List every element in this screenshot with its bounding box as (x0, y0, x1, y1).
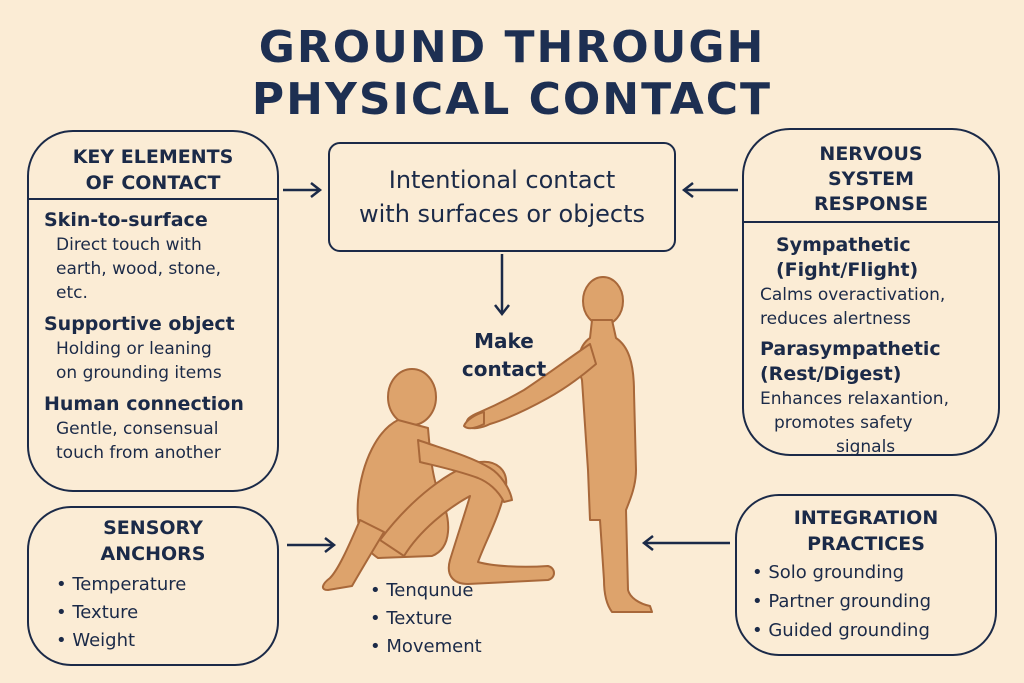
seated-figure-icon (322, 368, 555, 591)
key-elements-heading: KEY ELEMENTS OF CONTACT (72, 146, 234, 194)
arrow-center-down (494, 254, 510, 317)
key-elements-divider (27, 198, 279, 200)
nervous-item-sympathetic: Sympathetic (Fight/Flight) Calms overact… (760, 234, 946, 329)
make-contact-label: Make contact (461, 329, 547, 381)
list-item: Weight (56, 627, 266, 655)
sensory-anchors-box (27, 506, 279, 666)
nervous-system-list: Sympathetic (Fight/Flight) Calms overact… (760, 233, 1000, 459)
page-title: GROUND THROUGH PHYSICAL CONTACT (0, 22, 1024, 126)
integration-practices-heading: INTEGRATION PRACTICES (793, 507, 939, 555)
arrow-sensory-to-figure (287, 537, 337, 553)
key-elements-list: Skin-to-surface Direct touch with earth,… (44, 207, 276, 465)
title-line-2: PHYSICAL CONTACT (251, 74, 773, 125)
integration-practices-list: Solo grounding Partner grounding Guided … (752, 558, 992, 645)
list-item: Guided grounding (752, 616, 992, 645)
sensory-anchors-list: Temperature Texture Weight (56, 571, 266, 655)
key-item-supportive-object: Supportive object Holding or leaning on … (44, 313, 235, 383)
list-item: Tenqunue (370, 577, 530, 605)
nervous-system-divider (742, 221, 1000, 223)
key-item-skin-to-surface: Skin-to-surface Direct touch with earth,… (44, 209, 221, 303)
integration-practices-box (735, 494, 997, 656)
list-item: Texture (370, 605, 530, 633)
intentional-contact-box (328, 142, 676, 252)
figure-sensation-list: Tenqunue Texture Movement (370, 577, 530, 661)
intentional-contact-text: Intentional contact with surfaces or obj… (358, 166, 646, 228)
arrow-key-to-center (283, 182, 323, 198)
list-item: Solo grounding (752, 558, 992, 587)
key-elements-box (27, 130, 279, 492)
arrow-nervous-to-center (681, 182, 738, 198)
nervous-system-heading: NERVOUS SYSTEM RESPONSE (814, 143, 928, 215)
sensory-anchors-heading: SENSORY ANCHORS (100, 517, 206, 565)
standing-figure-icon (463, 276, 653, 613)
list-item: Movement (370, 633, 530, 661)
list-item: Temperature (56, 571, 266, 599)
list-item: Partner grounding (752, 587, 992, 616)
arrow-integration-to-figure (641, 535, 730, 551)
title-line-1: GROUND THROUGH (258, 22, 766, 73)
nervous-item-parasympathetic: Parasympathetic (Rest/Digest) Enhances r… (760, 338, 949, 457)
list-item: Texture (56, 599, 266, 627)
nervous-system-box (742, 128, 1000, 456)
key-item-human-connection: Human connection Gentle, consensual touc… (44, 393, 244, 463)
